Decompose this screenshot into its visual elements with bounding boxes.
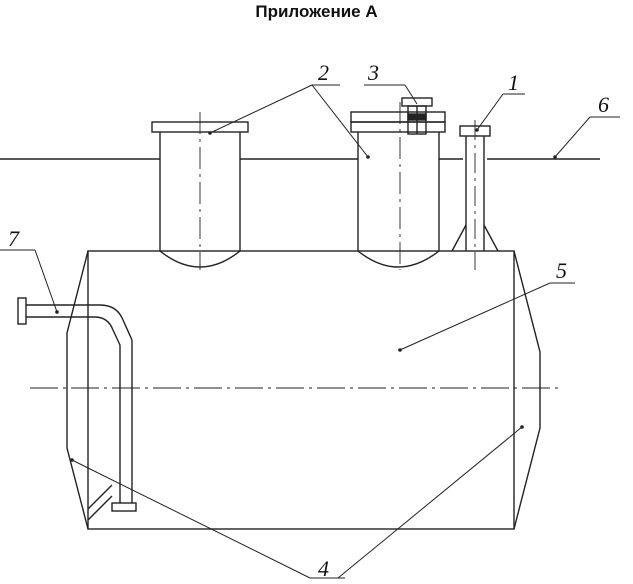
manhole-neck-left	[151, 112, 249, 270]
tank-heads	[66, 333, 541, 448]
leader-dots	[55, 128, 557, 462]
breather-valve	[401, 97, 433, 135]
vent-pipe	[451, 120, 499, 270]
callout-3: 3	[367, 60, 379, 85]
callout-7: 7	[8, 226, 20, 251]
tank-body	[66, 250, 541, 530]
callout-4: 4	[318, 556, 329, 581]
callout-6: 6	[598, 92, 609, 117]
callout-5: 5	[556, 258, 567, 283]
page-title: Приложение А	[255, 2, 378, 21]
callout-1: 1	[508, 70, 519, 95]
callout-2: 2	[318, 60, 329, 85]
manhole-neck-right	[350, 102, 446, 270]
leader-lines	[0, 84, 620, 579]
fill-pipe	[17, 297, 137, 521]
